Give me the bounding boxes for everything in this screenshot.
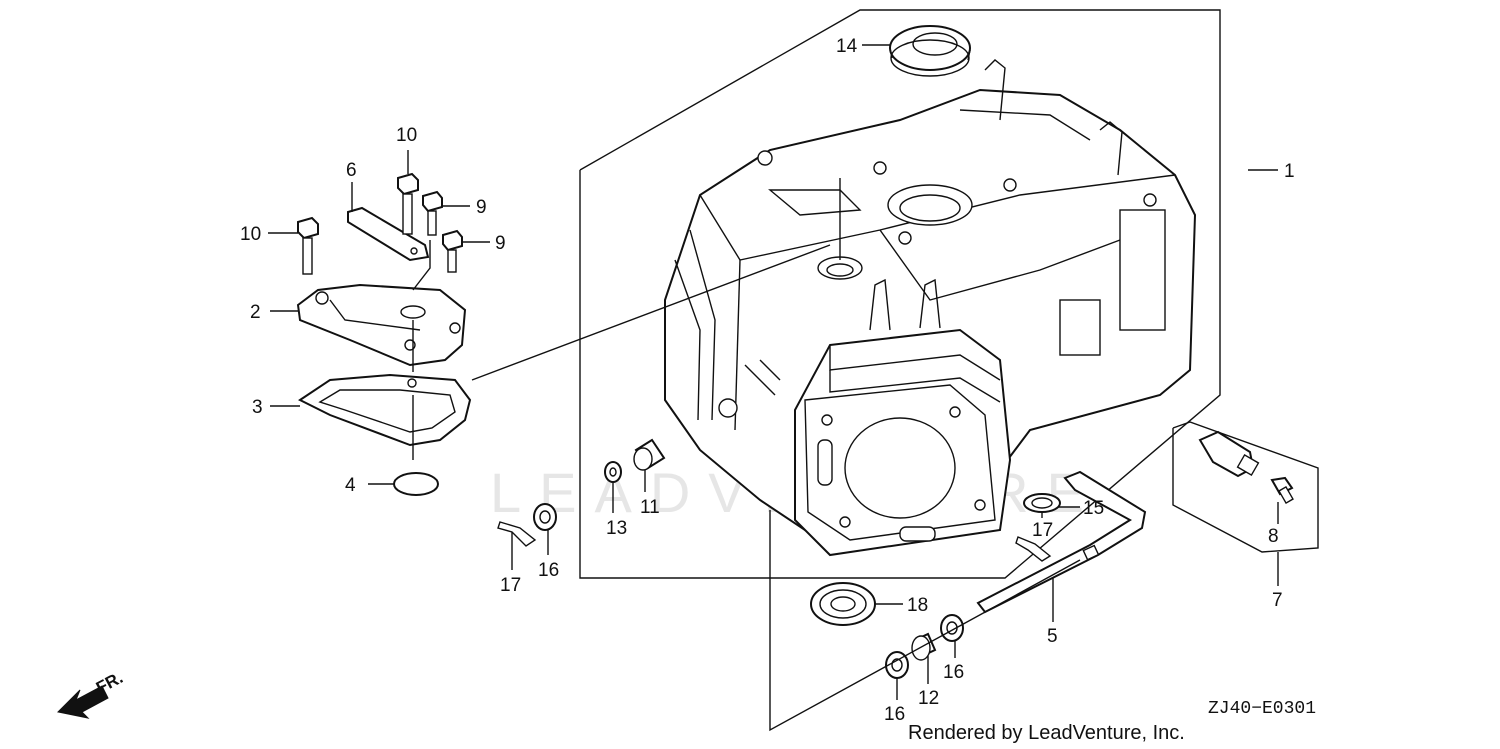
breather-assembly-7[interactable] <box>1172 421 1319 553</box>
gasket-3[interactable] <box>298 373 472 447</box>
credit-line: Rendered by LeadVenture, Inc. <box>908 722 1185 744</box>
callout-16-a: 16 <box>538 560 559 581</box>
callout-18: 18 <box>907 595 928 616</box>
callout-4: 4 <box>345 475 356 496</box>
oil-seal-14[interactable] <box>889 25 971 77</box>
collar-12[interactable] <box>911 632 937 661</box>
callout-10-a: 10 <box>396 125 417 146</box>
callout-17-a: 17 <box>500 575 521 596</box>
assembly-boundary <box>579 9 1221 579</box>
arrow-icon <box>56 685 109 719</box>
drawing-code: ZJ40−E0301 <box>1208 699 1316 719</box>
callout-7: 7 <box>1272 590 1283 611</box>
dowel-11[interactable] <box>633 438 666 471</box>
cylinder-bore[interactable] <box>794 278 1012 557</box>
callout-10-b: 10 <box>240 224 261 245</box>
callout-2: 2 <box>250 302 261 323</box>
callout-13: 13 <box>606 518 627 539</box>
front-direction-arrow: FR. <box>56 668 126 719</box>
clip-17-a[interactable] <box>497 521 537 547</box>
callout-17-b: 17 <box>1032 520 1053 541</box>
bracket-6[interactable] <box>347 206 430 262</box>
washer-15[interactable] <box>1023 493 1061 513</box>
callout-15: 15 <box>1083 498 1104 519</box>
callouts: 14 1 10 6 9 10 9 2 3 4 11 13 16 17 18 15… <box>240 36 1295 725</box>
washer-16-b[interactable] <box>940 614 964 642</box>
clip-17-b[interactable] <box>1015 536 1052 562</box>
callout-1: 1 <box>1284 161 1295 182</box>
bolt-10-a[interactable] <box>397 172 419 235</box>
callout-8: 8 <box>1268 526 1279 547</box>
callout-9-b: 9 <box>495 233 506 254</box>
washer-16-a[interactable] <box>533 503 557 531</box>
callout-5: 5 <box>1047 626 1058 647</box>
bolt-9-b[interactable] <box>442 229 463 273</box>
leader-lines <box>268 44 1279 732</box>
callout-6: 6 <box>346 160 357 181</box>
cover-plate-2[interactable] <box>296 283 467 367</box>
bolt-9-a[interactable] <box>422 190 443 236</box>
bearing-18[interactable] <box>810 582 876 626</box>
callout-9-a: 9 <box>476 197 487 218</box>
callout-14: 14 <box>836 36 858 57</box>
callout-3: 3 <box>252 397 263 418</box>
washer-13[interactable] <box>604 461 622 483</box>
callout-11: 11 <box>640 497 660 518</box>
plug-4[interactable] <box>393 472 439 496</box>
callout-16-b: 16 <box>943 662 964 683</box>
bolt-10-b[interactable] <box>297 216 319 275</box>
callout-16-c: 16 <box>884 704 905 725</box>
callout-12: 12 <box>918 688 939 709</box>
